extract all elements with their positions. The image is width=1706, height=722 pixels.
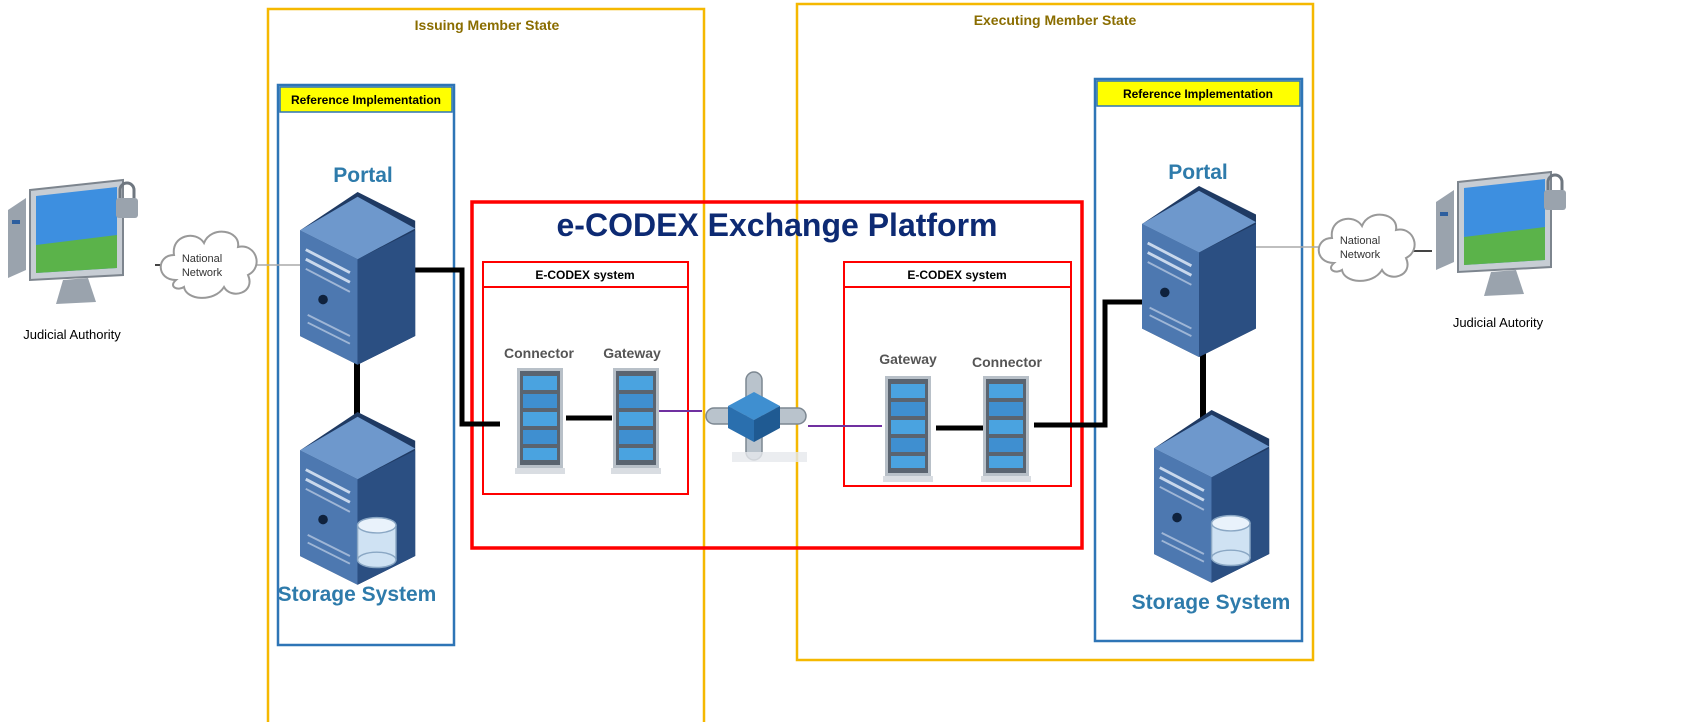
- right-connector-label: Connector: [972, 354, 1043, 370]
- issuing-ecodex-system-box: [482, 261, 689, 495]
- right-network-label-line2: Network: [1340, 249, 1381, 261]
- executing-ecodex-system-label: E-CODEX system: [907, 268, 1006, 282]
- left-connector-label: Connector: [504, 345, 575, 361]
- computer-lock-icon: [6, 178, 140, 306]
- executing-state-label: Executing Member State: [974, 12, 1137, 28]
- right-storage-system-label: Storage System: [1132, 591, 1291, 614]
- network-hub-icon: [705, 371, 807, 462]
- issuing-reference-implementation-frame: [276, 83, 456, 647]
- executing-member-state-frame: [795, 2, 1315, 662]
- right-gateway-label: Gateway: [879, 351, 937, 367]
- storage-server-icon: [1152, 408, 1271, 585]
- right-connector-portal-link: [1034, 299, 1142, 428]
- issuing-reference-implementation-label: Reference Implementation: [291, 93, 441, 107]
- rack-server-icon: [611, 368, 661, 474]
- left-portal-label: Portal: [333, 164, 393, 187]
- cloud-icon: [1317, 213, 1416, 282]
- rack-server-icon: [981, 376, 1031, 482]
- left-storage-system-label: Storage System: [278, 583, 437, 606]
- tower-server-icon: [1140, 184, 1258, 359]
- executing-reference-implementation-header: [1096, 80, 1301, 107]
- issuing-member-state-frame: [266, 7, 706, 722]
- ecodex-platform-title: e-CODEX Exchange Platform: [557, 207, 998, 243]
- issuing-ecodex-system-label: E-CODEX system: [535, 268, 634, 282]
- executing-reference-implementation-frame: [1093, 77, 1304, 643]
- left-network-label-line2: Network: [182, 267, 223, 279]
- rack-server-icon: [515, 368, 565, 474]
- executing-ecodex-system-box: [843, 261, 1072, 487]
- issuing-reference-implementation-header: [279, 86, 453, 113]
- right-portal-label: Portal: [1168, 161, 1228, 184]
- computer-lock-icon: [1434, 170, 1568, 298]
- rack-server-icon: [883, 376, 933, 482]
- tower-server-icon: [298, 190, 417, 367]
- left-gateway-label: Gateway: [603, 345, 661, 361]
- left-portal-connector-link: [414, 267, 500, 427]
- issuing-state-label: Issuing Member State: [415, 17, 560, 33]
- left-network-label-line1: National: [182, 253, 222, 265]
- right-judicial-autority-label: Judicial Autority: [1453, 315, 1544, 330]
- executing-reference-implementation-label: Reference Implementation: [1123, 87, 1273, 101]
- left-judicial-authority-label: Judicial Authority: [23, 327, 121, 342]
- ecodex-platform-frame: [470, 200, 1084, 550]
- right-network-label-line1: National: [1340, 235, 1380, 247]
- storage-server-icon: [298, 410, 417, 587]
